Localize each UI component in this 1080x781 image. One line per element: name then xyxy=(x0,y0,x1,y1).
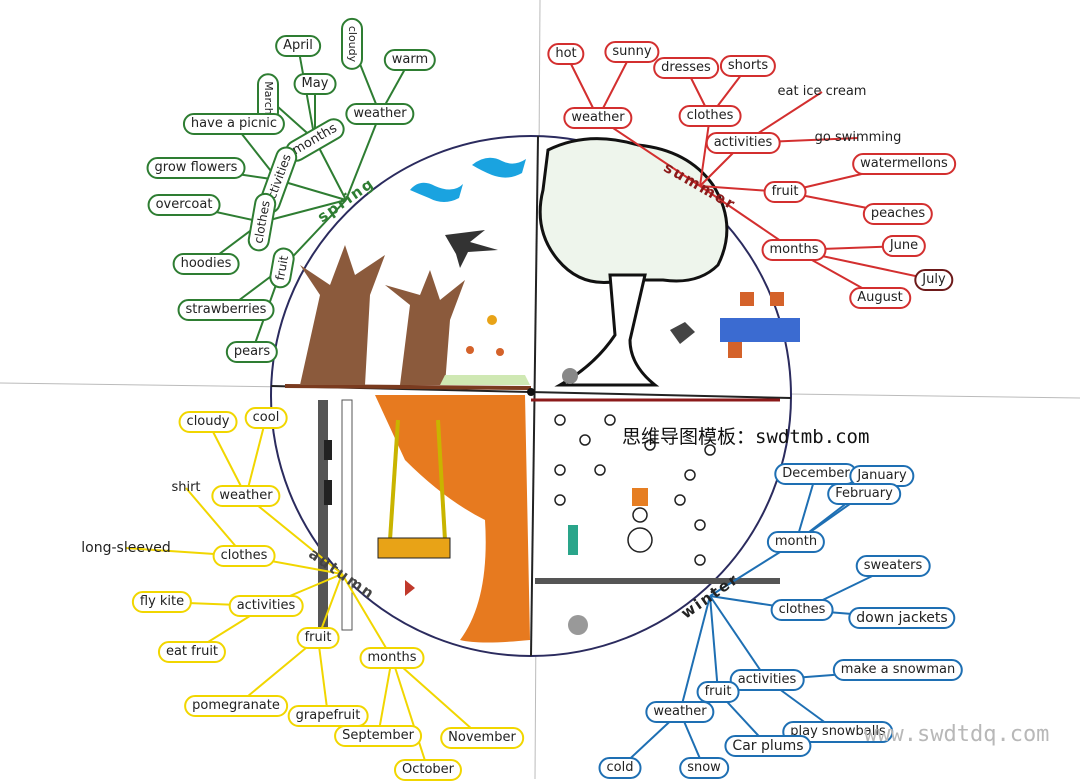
watermark-bottom: www.swdtdq.com xyxy=(864,722,1050,747)
watermark-top: 思维导图模板：swdtmb.com xyxy=(622,426,870,448)
autumn-activities: activities xyxy=(228,595,304,617)
winter-sweaters: sweaters xyxy=(855,555,931,577)
spring-scene xyxy=(300,157,530,385)
connector-autumn-september xyxy=(377,657,393,737)
autumn-eat-fruit: eat fruit xyxy=(157,641,227,663)
spring-weather: weather xyxy=(345,103,415,125)
spring-pears: pears xyxy=(225,341,279,363)
summer-months: months xyxy=(761,239,827,261)
summer-dresses: dresses xyxy=(653,57,719,79)
summer-activities: activities xyxy=(705,132,781,154)
connector-autumn-shirt xyxy=(185,487,245,557)
connector-autumn-november xyxy=(391,657,483,739)
winter-february: February xyxy=(827,483,901,505)
autumn-shirt: shirt xyxy=(171,480,201,495)
connector-spring-activities xyxy=(277,179,347,201)
summer-fruit: fruit xyxy=(763,181,807,203)
winter-fruit: fruit xyxy=(696,681,740,703)
summer-eat-ice-cream: eat ice cream xyxy=(777,84,867,99)
connector-spring-weather xyxy=(345,113,381,201)
summer-july: July xyxy=(914,269,954,291)
summer-august: August xyxy=(849,287,911,309)
spring-may: May xyxy=(293,73,337,95)
autumn-september: September xyxy=(334,725,422,747)
connector-autumn-months xyxy=(341,573,393,659)
connector-autumn-grapefruit xyxy=(317,637,329,717)
connector-autumn-pomegranate xyxy=(235,637,319,707)
summer-peaches: peaches xyxy=(862,203,934,225)
autumn-fruit: fruit xyxy=(296,627,340,649)
autumn-fly-kite: fly kite xyxy=(131,591,193,613)
connector-winter-weather xyxy=(679,595,711,713)
connector-autumn-weather xyxy=(245,495,343,575)
summer-hot: hot xyxy=(547,43,585,65)
spring-hoodies: hoodies xyxy=(172,253,240,275)
autumn-clothes: clothes xyxy=(212,545,276,567)
summer-go-swimming: go swimming xyxy=(814,130,902,145)
winter-cold: cold xyxy=(598,757,642,779)
connector-spring-months xyxy=(314,139,347,201)
summer-clothes: clothes xyxy=(678,105,742,127)
summer-watermellons: watermellons xyxy=(852,153,956,175)
spring-strawberries: strawberries xyxy=(177,299,275,321)
winter-snow: snow xyxy=(679,757,729,779)
connector-winter-fruit xyxy=(709,595,719,693)
winter-scene xyxy=(535,414,780,635)
connector-spring-clothes xyxy=(261,199,347,223)
autumn-october: October xyxy=(393,759,463,781)
spring-april: April xyxy=(275,35,321,57)
summer-sunny: sunny xyxy=(604,41,660,63)
winter-make-a-snowman: make a snowman xyxy=(832,659,964,681)
summer-june: June xyxy=(881,235,927,257)
autumn-scene xyxy=(318,395,530,643)
spring-overcoat: overcoat xyxy=(147,194,221,216)
autumn-cool: cool xyxy=(244,407,288,429)
winter-december: December xyxy=(774,463,858,485)
winter-clothes: clothes xyxy=(770,599,834,621)
autumn-long-sleeved: long-sleeved xyxy=(81,540,171,556)
autumn-weather: weather xyxy=(211,485,281,507)
connector-summer-clothes xyxy=(699,115,711,187)
summer-shorts: shorts xyxy=(719,55,777,77)
winter-car-plums: Car plums xyxy=(724,735,812,757)
connector-winter-activities xyxy=(709,595,768,681)
connector-autumn-cloudy xyxy=(207,421,247,497)
connector-autumn-october xyxy=(391,657,429,771)
connector-winter-december xyxy=(795,473,817,543)
summer-weather: weather xyxy=(563,107,633,129)
autumn-months: months xyxy=(359,647,425,669)
autumn-november: November xyxy=(440,727,524,749)
autumn-pomegranate: pomegranate xyxy=(184,695,288,717)
autumn-cloudy: cloudy xyxy=(178,411,238,433)
winter-weather: weather xyxy=(645,701,715,723)
spring-grow-flowers: grow flowers xyxy=(146,157,246,179)
spring-warm: warm xyxy=(383,49,437,71)
summer-scene xyxy=(538,137,800,387)
central-circle-illustration xyxy=(270,135,800,657)
connector-summer-weather xyxy=(597,117,701,187)
spring-picnic: have a picnic xyxy=(182,113,286,135)
winter-play-snowballs: play snowballs xyxy=(782,721,894,743)
winter-month: month xyxy=(766,531,826,553)
connector-autumn-cool xyxy=(245,417,267,497)
winter-activities: activities xyxy=(729,669,805,691)
spring-cloudy: cloudy xyxy=(341,17,363,71)
autumn-grapefruit: grapefruit xyxy=(287,705,369,727)
winter-down-jackets: down jackets xyxy=(848,607,956,629)
